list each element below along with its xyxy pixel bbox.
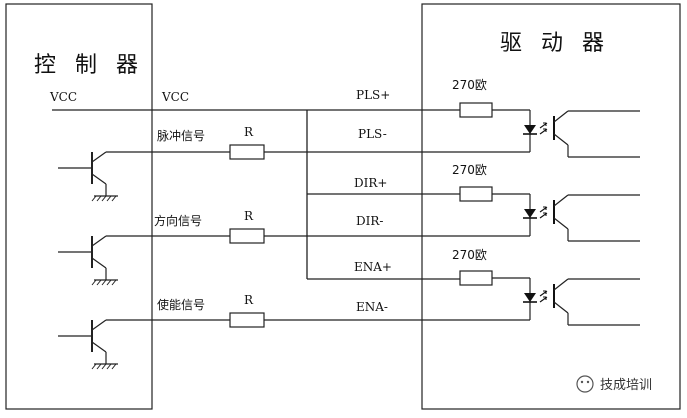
signal-label-enable: 使能信号 xyxy=(157,297,205,312)
transistor-emitter xyxy=(91,257,107,269)
light-arrows-icon xyxy=(539,122,548,135)
resistor-r-label: R xyxy=(244,293,254,307)
pin-ena-minus: ENA- xyxy=(356,300,388,314)
channel-direction xyxy=(58,186,640,286)
ground-icon xyxy=(91,363,117,370)
led-icon xyxy=(524,209,536,218)
phototransistor-emitter xyxy=(553,217,569,230)
pin-pls-plus: PLS+ xyxy=(356,88,390,102)
transistor-collector xyxy=(91,319,107,331)
signal-label-pulse: 脉冲信号 xyxy=(157,128,205,143)
signal-label-direction: 方向信号 xyxy=(154,213,202,228)
led-icon xyxy=(524,125,536,134)
input-resistor xyxy=(459,270,493,286)
transistor-emitter xyxy=(91,173,107,185)
pin-pls-minus: PLS- xyxy=(358,127,387,141)
watermark-text: 技成培训 xyxy=(600,377,652,393)
light-arrows-icon xyxy=(539,206,548,219)
pin-ena-plus: ENA+ xyxy=(354,260,392,274)
phototransistor-collector xyxy=(553,194,569,207)
resistor-270-label: 270欧 xyxy=(452,163,487,177)
input-resistor xyxy=(459,186,493,202)
driver-box xyxy=(421,3,681,410)
pin-dir-plus: DIR+ xyxy=(354,176,387,190)
wechat-eye-icon xyxy=(580,380,584,384)
phototransistor-emitter xyxy=(553,301,569,314)
watermark: 技成培训 xyxy=(576,375,652,393)
resistor-270-label: 270欧 xyxy=(452,78,487,92)
ground-icon xyxy=(91,279,117,286)
wechat-icon xyxy=(576,375,594,393)
resistor-270-label: 270欧 xyxy=(452,248,487,262)
wechat-eye-icon xyxy=(586,380,590,384)
phototransistor-emitter xyxy=(553,133,569,146)
transistor-collector xyxy=(91,235,107,247)
series-resistor xyxy=(229,144,265,160)
phototransistor-collector xyxy=(553,278,569,291)
light-arrows-icon xyxy=(539,290,548,303)
resistor-r-label: R xyxy=(244,125,254,139)
channel-pulse xyxy=(58,102,640,202)
controller-box xyxy=(5,3,153,410)
driver-title: 驱 动 器 xyxy=(500,31,610,56)
resistor-r-label: R xyxy=(244,209,254,223)
led-icon xyxy=(524,293,536,302)
pin-dir-minus: DIR- xyxy=(356,214,383,228)
series-resistor xyxy=(229,228,265,244)
transistor-emitter xyxy=(91,341,107,353)
ground-icon xyxy=(91,195,117,202)
controller-vcc-label: VCC xyxy=(49,90,77,104)
phototransistor-collector xyxy=(553,110,569,123)
input-resistor xyxy=(459,102,493,118)
series-resistor xyxy=(229,312,265,328)
transistor-collector xyxy=(91,151,107,163)
vcc-rail-label: VCC xyxy=(161,90,189,104)
channel-enable xyxy=(58,270,640,370)
controller-title: 控 制 器 xyxy=(34,53,144,78)
